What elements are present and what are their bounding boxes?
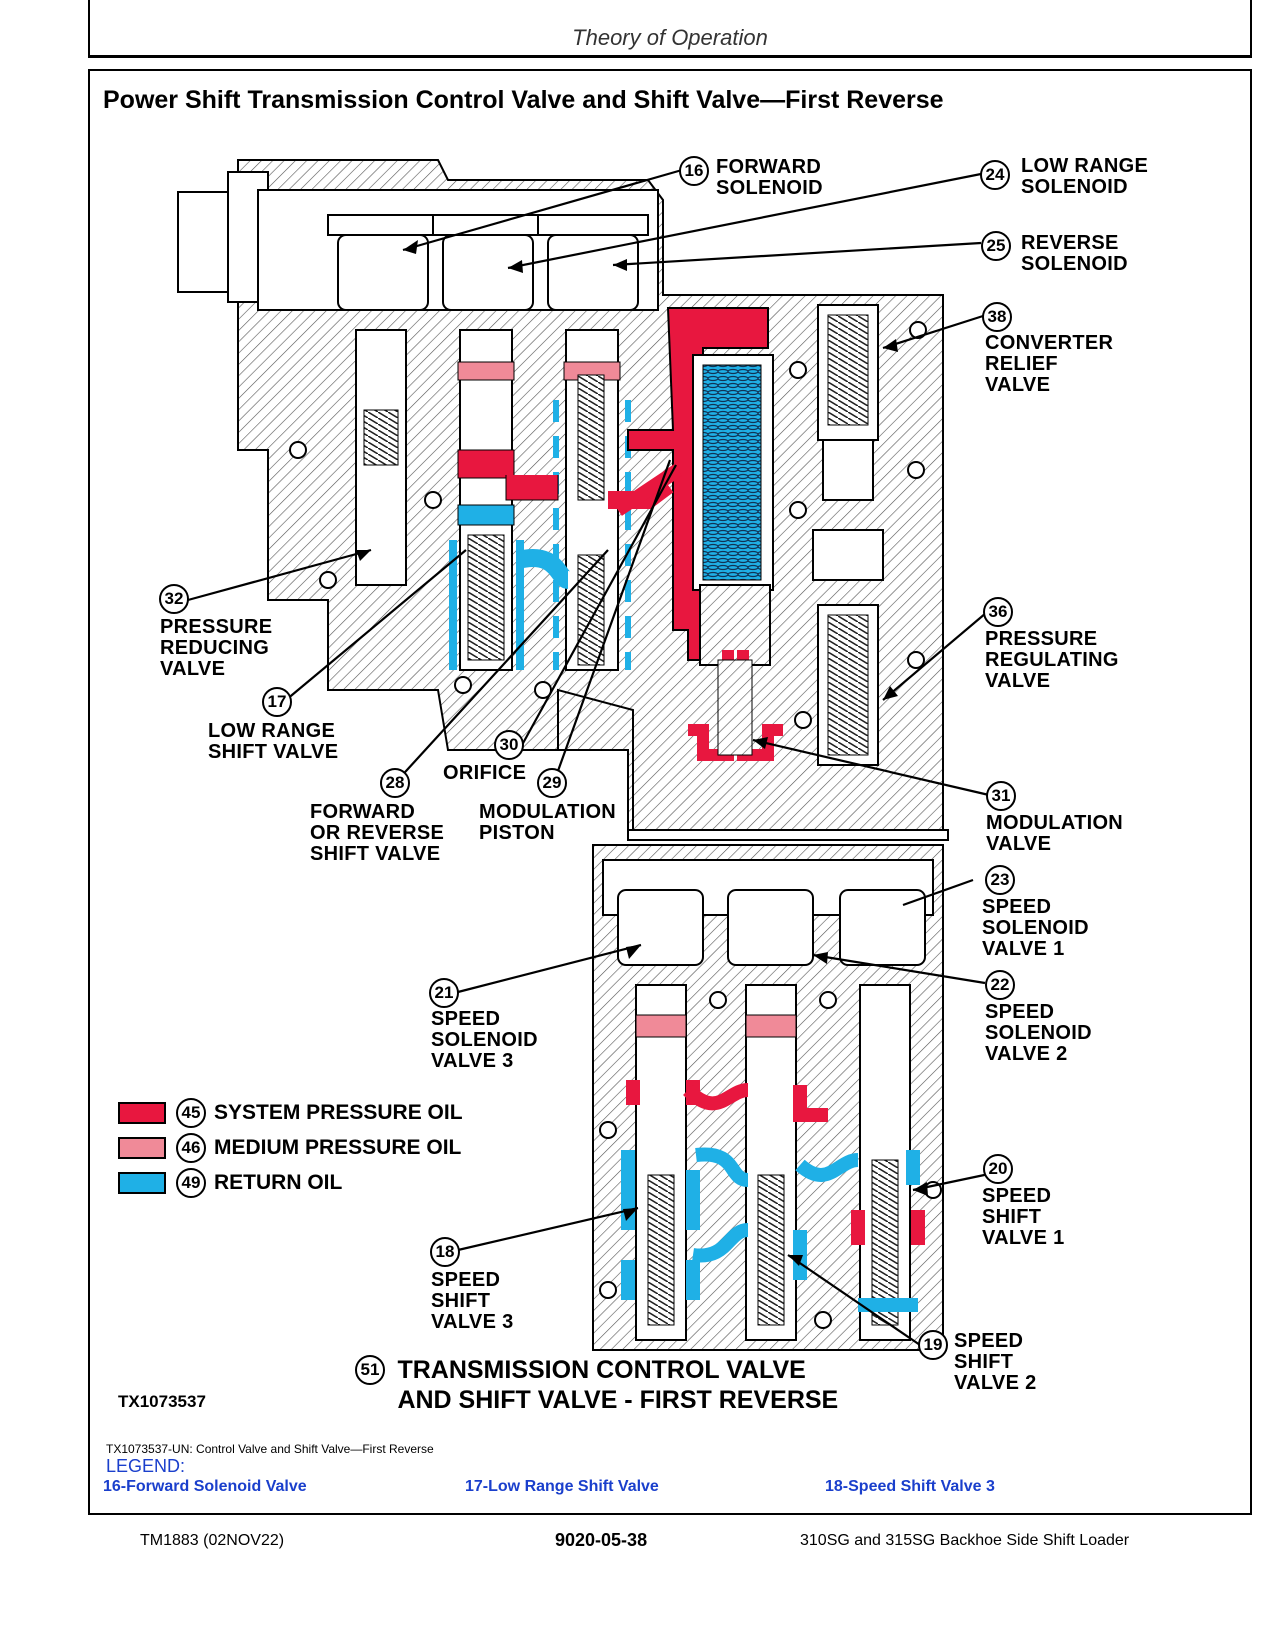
- callout-17-label: LOW RANGE SHIFT VALVE: [208, 720, 339, 763]
- swatch-return-oil: [118, 1172, 166, 1194]
- callout-25-label: REVERSE SOLENOID: [1021, 232, 1128, 275]
- valve-cutaway-diagram: [177, 159, 1009, 1351]
- key-medium-pressure: 46 MEDIUM PRESSURE OIL: [118, 1133, 461, 1163]
- callout-21-label: SPEED SOLENOID VALVE 3: [431, 1008, 538, 1072]
- key-return-oil: 49 RETURN OIL: [118, 1168, 342, 1198]
- callout-32-number: 32: [159, 584, 189, 614]
- callout-29-number: 29: [537, 768, 567, 798]
- key-49-label: RETURN OIL: [214, 1171, 343, 1194]
- key-system-pressure: 45 SYSTEM PRESSURE OIL: [118, 1098, 463, 1128]
- callout-20-number: 20: [983, 1154, 1013, 1184]
- caption-line-2: AND SHIFT VALVE - FIRST REVERSE: [397, 1386, 839, 1414]
- callout-31-number: 31: [986, 781, 1016, 811]
- callout-28-number: 28: [380, 768, 410, 798]
- callout-19-number: 19: [918, 1330, 948, 1360]
- figure-code: TX1073537: [118, 1392, 206, 1411]
- key-49-number: 49: [176, 1168, 206, 1198]
- callout-23-label: SPEED SOLENOID VALVE 1: [982, 896, 1089, 960]
- footer-machine: 310SG and 315SG Backhoe Side Shift Loade…: [800, 1532, 1130, 1549]
- callout-38-label: CONVERTER RELIEF VALVE: [985, 332, 1114, 396]
- section-title: Theory of Operation: [572, 25, 768, 50]
- caption-line-1: TRANSMISSION CONTROL VALVE: [397, 1356, 806, 1384]
- footer-manual-id: TM1883 (02NOV22): [140, 1532, 285, 1549]
- callout-18-label: SPEED SHIFT VALVE 3: [431, 1269, 514, 1333]
- footer-page-number: 9020-05-38: [555, 1530, 648, 1550]
- page-header: Theory of Operation: [88, 0, 1252, 58]
- figure-title: Power Shift Transmission Control Valve a…: [103, 86, 944, 114]
- key-45-label: SYSTEM PRESSURE OIL: [214, 1101, 463, 1124]
- callout-38-number: 38: [982, 302, 1012, 332]
- callout-17-number: 17: [262, 687, 292, 717]
- callout-16-label: FORWARD SOLENOID: [716, 156, 823, 199]
- callout-30-number: 30: [494, 730, 524, 760]
- legend-link-18[interactable]: 18-Speed Shift Valve 3: [825, 1478, 995, 1495]
- callout-32-label: PRESSURE REDUCING VALVE: [160, 616, 273, 680]
- callout-21-number: 21: [429, 978, 459, 1008]
- key-46-label: MEDIUM PRESSURE OIL: [214, 1136, 462, 1159]
- caption-51-number: 51: [355, 1355, 385, 1385]
- key-45-number: 45: [176, 1098, 206, 1128]
- key-46-number: 46: [176, 1133, 206, 1163]
- callout-25-number: 25: [981, 231, 1011, 261]
- legend-title: LEGEND:: [106, 1456, 186, 1476]
- callout-22-label: SPEED SOLENOID VALVE 2: [985, 1001, 1092, 1065]
- swatch-system-pressure: [118, 1102, 166, 1124]
- caption-text: TRANSMISSION CONTROL VALVE AND SHIFT VAL…: [397, 1355, 838, 1415]
- legend-link-16[interactable]: 16-Forward Solenoid Valve: [103, 1478, 307, 1495]
- callout-18-number: 18: [430, 1237, 460, 1267]
- speed-solenoids: [617, 889, 926, 966]
- callout-36-label: PRESSURE REGULATING VALVE: [985, 628, 1119, 692]
- callout-16-number: 16: [679, 156, 709, 186]
- swatch-medium-pressure: [118, 1137, 166, 1159]
- callout-24-label: LOW RANGE SOLENOID: [1021, 155, 1149, 198]
- callout-19-label: SPEED SHIFT VALVE 2: [954, 1330, 1037, 1394]
- callout-30-label: ORIFICE: [443, 762, 527, 784]
- callout-24-number: 24: [980, 160, 1010, 190]
- figure-frame: [88, 69, 1252, 1515]
- legend-link-17[interactable]: 17-Low Range Shift Valve: [465, 1478, 659, 1495]
- callout-29-label: MODULATION PISTON: [479, 801, 617, 844]
- callout-31-label: MODULATION VALVE: [986, 812, 1124, 855]
- callout-23-number: 23: [985, 865, 1015, 895]
- upper-solenoids: [327, 214, 649, 311]
- callout-28-label: FORWARD OR REVERSE SHIFT VALVE: [310, 801, 445, 865]
- callout-36-number: 36: [983, 597, 1013, 627]
- source-caption: TX1073537-UN: Control Valve and Shift Va…: [106, 1442, 434, 1456]
- callout-22-number: 22: [985, 970, 1015, 1000]
- figure-caption: 51 TRANSMISSION CONTROL VALVE AND SHIFT …: [355, 1355, 838, 1415]
- callout-20-label: SPEED SHIFT VALVE 1: [982, 1185, 1065, 1249]
